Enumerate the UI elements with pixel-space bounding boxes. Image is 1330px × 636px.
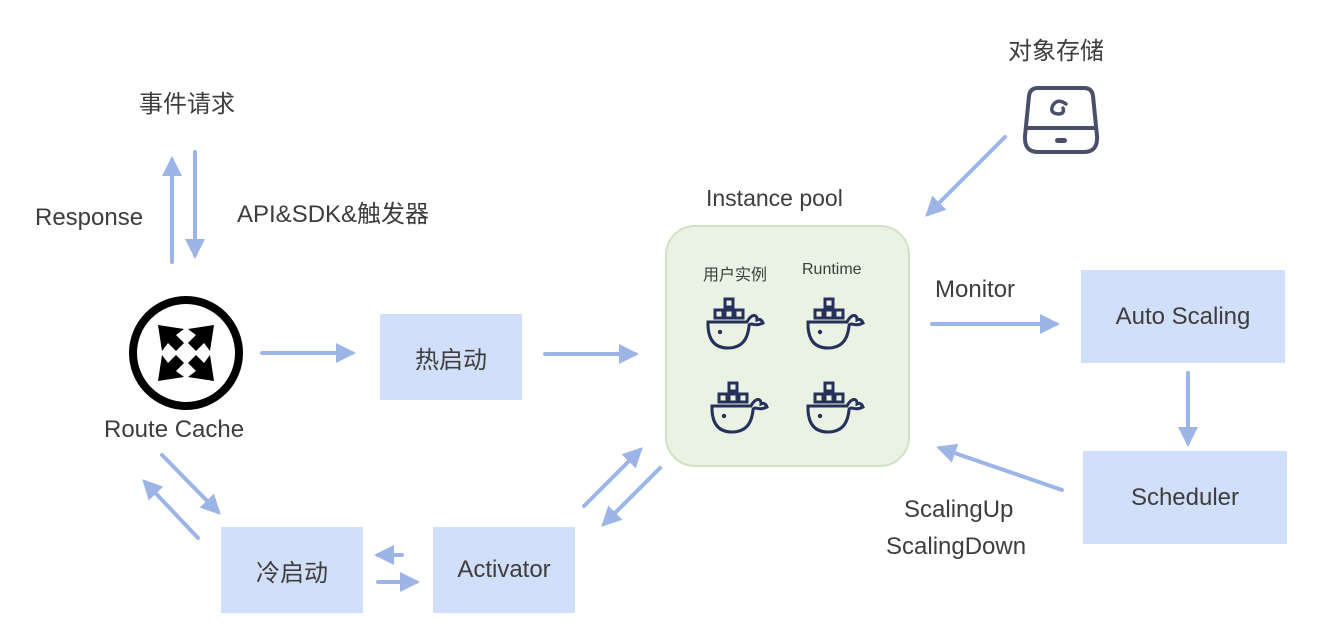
docker-whale-icon: [706, 297, 765, 350]
pool-column-user-instance: 用户实例: [703, 267, 768, 284]
storage-drive-icon: [1022, 86, 1100, 154]
expand-arrows-circle-icon: [129, 296, 243, 410]
event-request-label: 事件请求: [139, 91, 235, 118]
instance-pool-label: Instance pool: [706, 185, 843, 211]
arrow-storage-to-pool: [925, 135, 1007, 217]
instance-pool: 用户实例 Runtime: [665, 225, 910, 467]
auto-scaling-box: Auto Scaling: [1081, 270, 1285, 363]
scaling-down-label: ScalingDown: [886, 533, 1027, 560]
api-sdk-trigger-label: API&SDK&触发器: [237, 201, 430, 228]
arrow-cold-to-route: [142, 479, 200, 540]
scheduler-box: Scheduler: [1083, 451, 1287, 544]
route-cache-label: Route Cache: [104, 416, 245, 443]
response-label: Response: [35, 204, 144, 231]
activator-box: Activator: [433, 527, 575, 613]
object-storage-label: 对象存储: [1008, 38, 1104, 65]
pool-column-runtime: Runtime: [802, 261, 862, 278]
arrow-route-to-cold: [160, 453, 221, 515]
docker-whale-icon: [710, 381, 769, 434]
arrow-activator-to-pool: [582, 447, 643, 508]
monitor-label: Monitor: [935, 276, 1016, 303]
arrow-scheduler-to-pool: [936, 443, 1064, 492]
arrow-pool-to-activator: [601, 466, 662, 527]
hot-start-box: 热启动: [380, 314, 522, 400]
cold-start-box: 冷启动: [221, 527, 363, 613]
scaling-up-label: ScalingUp: [904, 496, 1014, 523]
docker-whale-icon: [806, 381, 865, 434]
docker-whale-icon: [806, 297, 865, 350]
